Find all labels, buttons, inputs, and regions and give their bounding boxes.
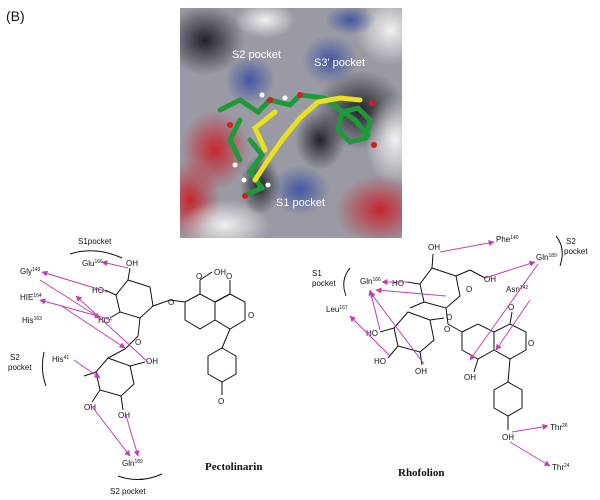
pectolinarin-atoms: OH HO HO OH OH OH OH O O O O O O (84, 259, 254, 420)
rhofolion-structure (379, 253, 527, 430)
pectolinarin-pocket-arcs (41, 250, 163, 480)
svg-text:HO: HO (92, 286, 104, 295)
svg-text:O: O (446, 313, 452, 322)
residue-asn142: Asn142 (506, 285, 528, 294)
pectolinarin-title: Pectolinarin (205, 461, 262, 473)
svg-text:HO: HO (392, 279, 404, 288)
residue-gly143: Gly143 (20, 267, 41, 276)
rhofolion-atoms: OH HO OH O O O HO HO OH O O OH OH (366, 243, 534, 442)
residue-gln189-rho: Gln189 (536, 253, 557, 262)
pectolinarin-residues: Glu166 Gly143 HIE164 His163 His41 Gln189… (8, 237, 146, 496)
label-s2pocket-bottom: S2 pocket (110, 487, 146, 496)
svg-text:O: O (226, 272, 232, 281)
residue-hie164: HIE164 (20, 293, 42, 302)
rhofolion-pocket-arcs (343, 235, 563, 297)
residue-thr24: Thr24 (552, 463, 570, 472)
residue-gln166-rho: Gln166 (360, 277, 381, 286)
residue-thr26: Thr26 (550, 423, 568, 432)
ligand-green-sticks (217, 92, 373, 198)
label-s2-pocket: S2 pocket (232, 49, 281, 61)
svg-text:HO: HO (374, 357, 386, 366)
svg-text:O: O (528, 339, 534, 348)
svg-text:OH: OH (84, 403, 96, 412)
rhofolion-title: Rhofolion (398, 467, 444, 479)
residue-leu167: Leu167 (326, 305, 348, 314)
svg-text:HO: HO (98, 316, 110, 325)
label-s1pocket: S1pocket (78, 237, 112, 246)
svg-text:OH: OH (428, 243, 440, 252)
svg-text:O: O (135, 338, 141, 347)
pectolinarin-interactions (39, 260, 149, 457)
svg-text:OH: OH (126, 259, 138, 268)
residue-his163: His163 (22, 316, 42, 325)
residue-his41: His41 (52, 355, 69, 364)
svg-text:OH: OH (214, 268, 226, 277)
residue-gln189: Gln189 (122, 459, 143, 468)
label-s3-pocket: S3' pocket (314, 57, 365, 69)
svg-text:O: O (466, 285, 472, 294)
svg-text:HO: HO (366, 329, 378, 338)
svg-text:OH: OH (415, 367, 427, 376)
svg-text:O: O (508, 303, 514, 312)
rhofolion-interactions (349, 240, 551, 467)
svg-text:OH: OH (146, 357, 158, 366)
label-s1-pocket: S1 pocket (276, 197, 325, 209)
svg-text:OH: OH (118, 411, 130, 420)
svg-text:O: O (168, 298, 174, 307)
svg-text:O: O (218, 397, 224, 406)
pectolinarin-structure (83, 267, 246, 411)
svg-text:OH: OH (502, 433, 514, 442)
svg-text:O: O (444, 325, 450, 334)
ligand-heteroatoms (227, 92, 377, 199)
svg-text:O: O (248, 311, 254, 320)
svg-text:OH: OH (484, 275, 496, 284)
rhofolion-residues: Phe140 Gln189 Gln166 Asn142 Leu167 Thr26… (312, 235, 588, 472)
protein-surface-image (180, 8, 402, 238)
residue-glu166: Glu166 (82, 259, 103, 268)
panel-label: (B) (6, 8, 25, 24)
residue-phe140: Phe140 (496, 235, 519, 244)
svg-text:O: O (196, 272, 202, 281)
svg-text:OH: OH (464, 373, 476, 382)
ligand-yellow-sticks (251, 95, 363, 183)
